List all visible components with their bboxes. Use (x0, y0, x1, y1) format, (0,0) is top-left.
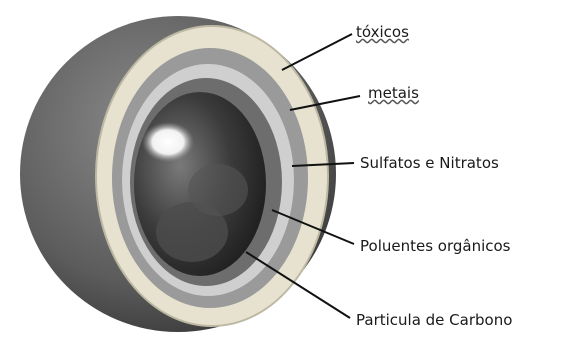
label-sulfatos-nitratos: Sulfatos e Nitratos (360, 156, 499, 171)
label-poluentes-organicos: Poluentes orgânicos (360, 239, 511, 254)
label-toxicos: tóxicos (356, 25, 409, 40)
label-particula-carbono: Particula de Carbono (356, 313, 512, 328)
label-metais: metais (368, 86, 419, 101)
